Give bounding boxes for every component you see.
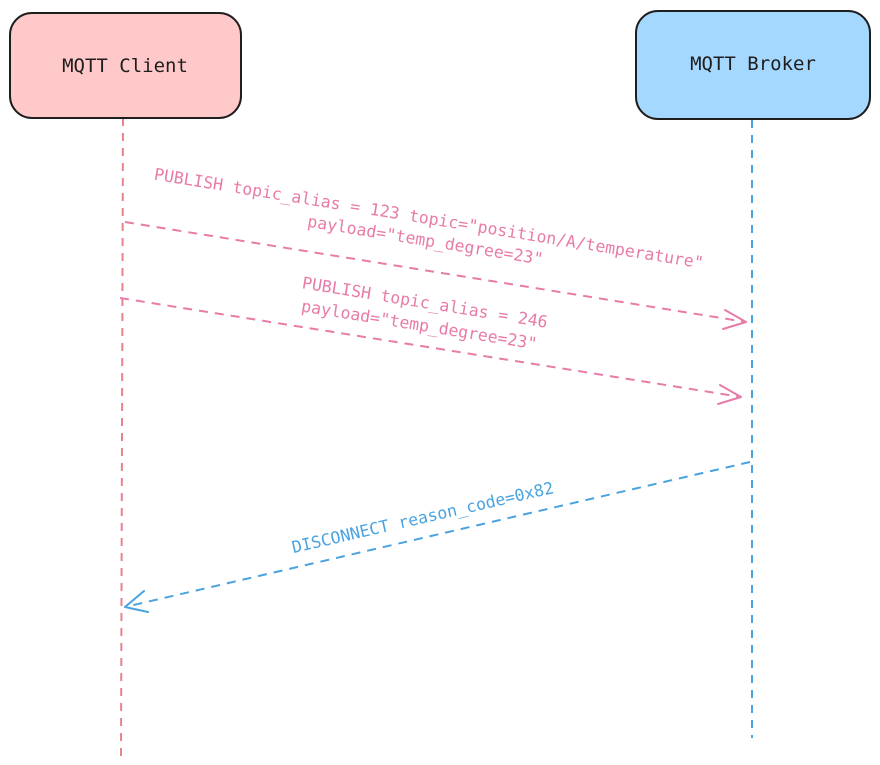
message-label: DISCONNECT reason_code=0x82 [290,478,556,557]
actor-client: MQTT Client [9,12,242,119]
arrow-head-icon [717,384,742,405]
lifeline-client [120,117,124,757]
arrow-head-icon [124,590,149,613]
message-label-line-1: PUBLISH topic_alias = 123 topic="positio… [153,165,705,273]
message-arrow-line [124,461,751,608]
actor-box-client [9,12,242,119]
actor-label-broker: MQTT Broker [690,53,816,75]
message-arrow-line [124,221,747,323]
actor-box-broker [635,10,871,120]
actor-label-client: MQTT Client [62,55,188,77]
message-publish-alias-246: PUBLISH topic_alias = 246 payload="temp_… [119,273,742,405]
message-disconnect: DISCONNECT reason_code=0x82 [124,461,751,613]
actor-broker: MQTT Broker [635,10,871,120]
arrow-head-icon [722,309,747,330]
message-arrow-line [119,297,742,398]
